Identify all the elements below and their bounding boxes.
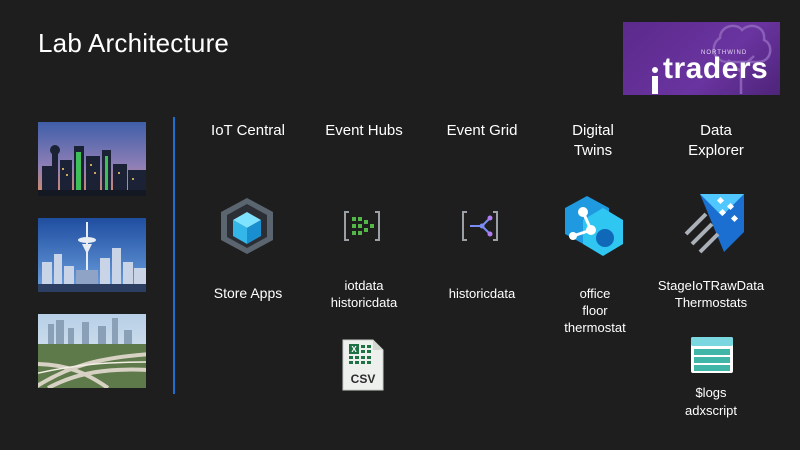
logo-mark-icon xyxy=(652,67,658,94)
tree-icon xyxy=(712,24,772,94)
header-event-grid: Event Grid xyxy=(446,122,518,139)
slide-title: Lab Architecture xyxy=(38,28,230,58)
header-event-hubs: Event Hubs xyxy=(325,122,403,139)
iot-central-icon xyxy=(221,198,273,254)
header-data-explorer-line-1: Data xyxy=(700,122,732,139)
highway-city-photo xyxy=(38,314,146,388)
header-data-explorer: Data Explorer xyxy=(656,121,776,161)
dallas-skyline-photo xyxy=(38,122,146,196)
header-iot-central: IoT Central xyxy=(211,122,285,139)
csv-file-icon: X CSV xyxy=(342,339,384,391)
northwind-traders-logo: NORTHWIND traders xyxy=(623,22,780,95)
logo-brand-small: NORTHWIND xyxy=(701,50,748,56)
label-historicdata-grid: historicdata xyxy=(448,286,516,301)
header-data-explorer-line-2: Explorer xyxy=(688,142,744,159)
csv-file-label: CSV xyxy=(351,372,376,386)
event-hubs-icon xyxy=(344,211,380,241)
header-digital-twins-line-1: Digital xyxy=(572,122,614,139)
logo-brand-big: traders xyxy=(663,52,769,85)
label-thermostat: thermostat xyxy=(564,320,626,335)
event-grid-icon xyxy=(462,211,498,241)
header-digital-twins: Digital Twins xyxy=(533,121,653,161)
label-historicdata-hubs: historicdata xyxy=(330,295,398,310)
label-iotdata: iotdata xyxy=(344,278,384,293)
digital-twins-icon xyxy=(565,196,623,256)
vertical-divider xyxy=(173,117,175,394)
header-digital-twins-line-2: Twins xyxy=(573,142,613,159)
label-floor: floor xyxy=(582,303,608,318)
data-explorer-icon xyxy=(684,194,744,254)
label-stageiotrawdata: StageIoTRawData xyxy=(657,278,765,293)
seattle-skyline-photo xyxy=(38,218,146,292)
label-logs: $logs xyxy=(695,385,727,400)
label-store-apps: Store Apps xyxy=(213,285,283,301)
svg-text:X: X xyxy=(351,345,357,354)
label-adxscript: adxscript xyxy=(684,403,738,418)
storage-table-icon xyxy=(691,337,733,373)
label-thermostats: Thermostats xyxy=(674,295,748,310)
label-office: office xyxy=(579,286,611,301)
